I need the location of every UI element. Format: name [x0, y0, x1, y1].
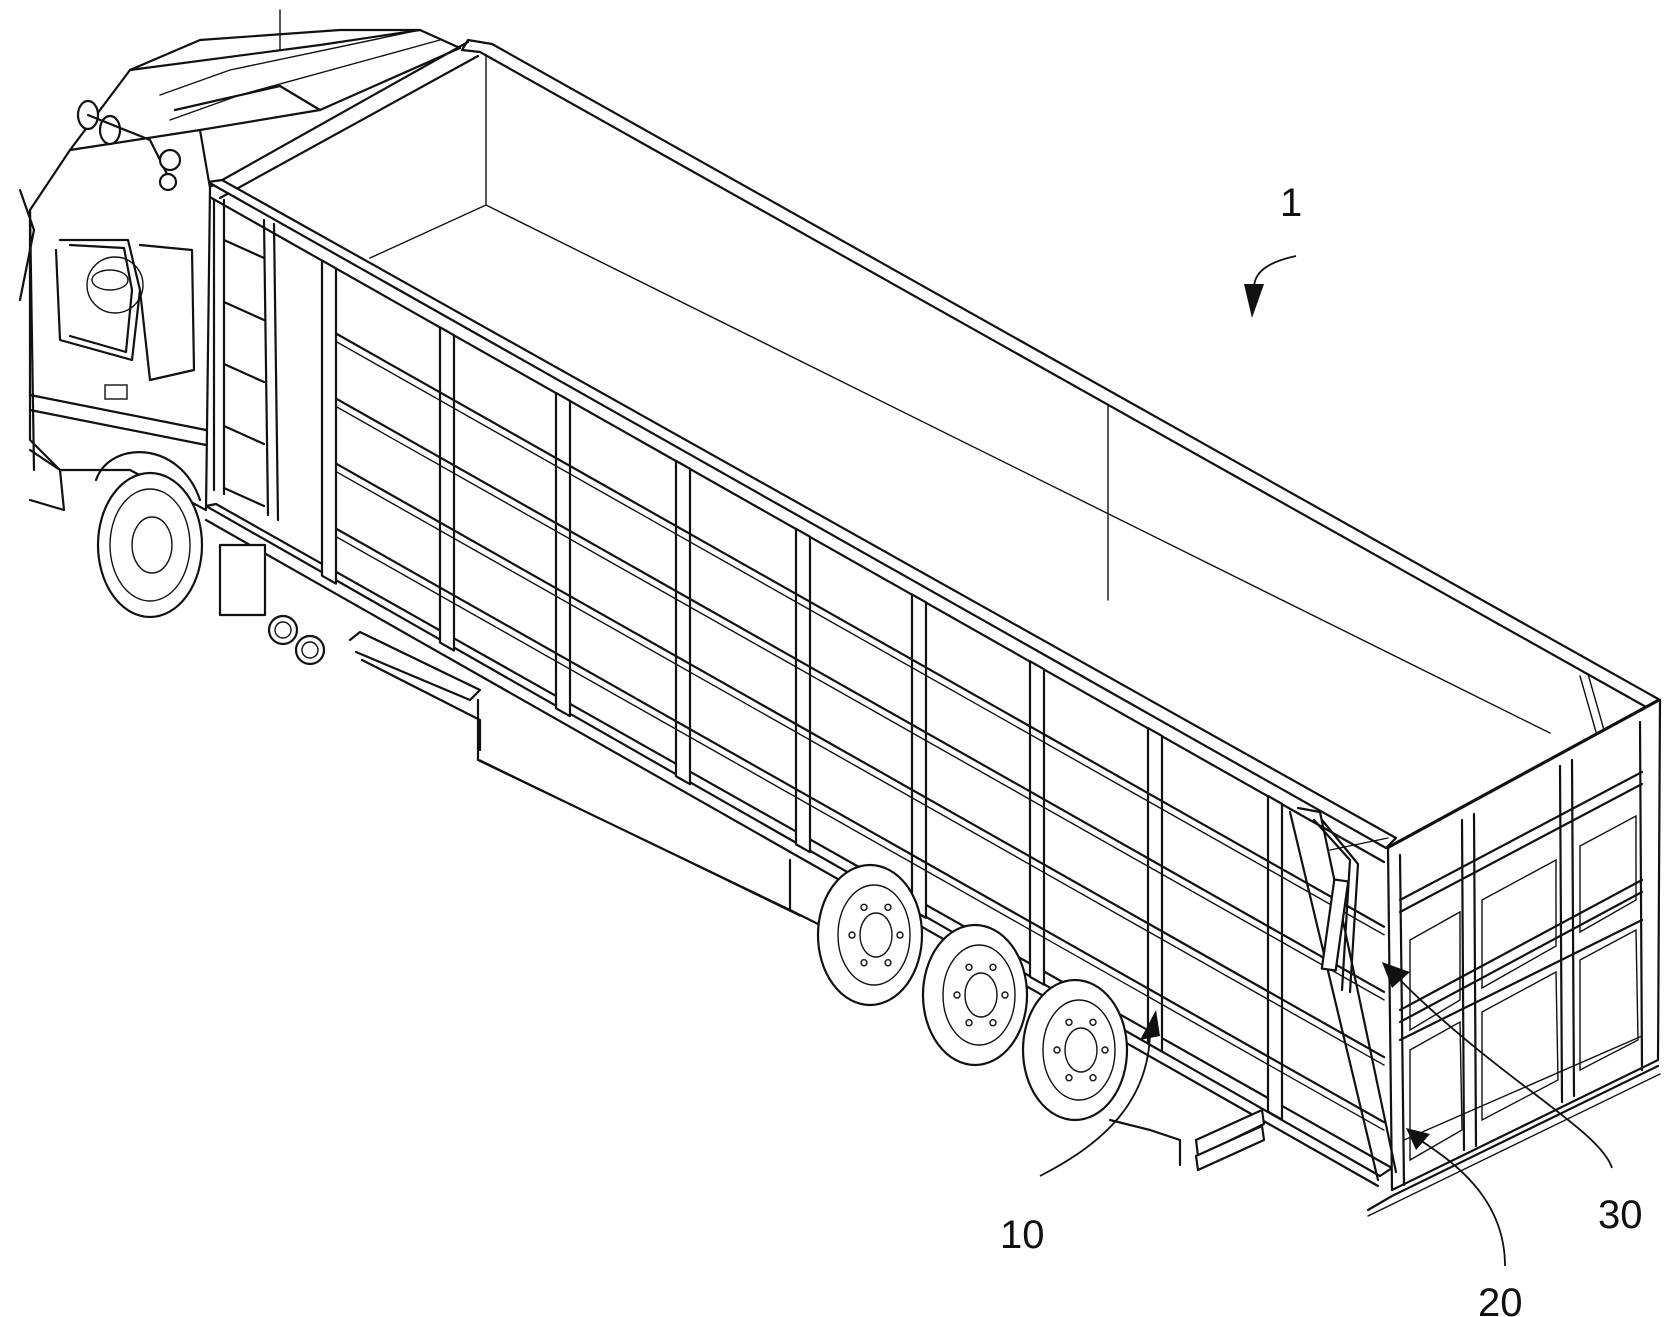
side-post [910, 593, 928, 919]
wheel-hub [859, 912, 893, 958]
leader-10 [1039, 1029, 1151, 1177]
side-post [1266, 794, 1284, 1121]
ladder-rung [222, 300, 266, 322]
leader-20 [1419, 1139, 1506, 1267]
side-rib [334, 462, 1386, 1059]
arrow-20 [1406, 1128, 1430, 1150]
rear-wheel [816, 863, 924, 1007]
arrow-10 [1140, 1010, 1160, 1040]
wheel-rim [1042, 999, 1116, 1101]
chassis [348, 630, 1266, 1172]
side-panel-10 [320, 259, 1386, 1131]
label-ref-10: 10 [1000, 1213, 1045, 1257]
side-rib-shadow [335, 340, 1385, 936]
side-rib [334, 527, 1386, 1124]
ladder-rung [222, 424, 266, 446]
lug-nut [1089, 1074, 1097, 1082]
lug-nut [1001, 991, 1009, 999]
wheel-rim [942, 944, 1016, 1046]
arrow-30 [1382, 962, 1410, 988]
truck-cab [18, 9, 462, 666]
side-post [674, 459, 692, 786]
lug-nut [884, 903, 892, 911]
leader-30 [1399, 979, 1613, 1169]
lug-nut [860, 959, 868, 967]
side-post [1028, 660, 1046, 986]
side-post [1146, 726, 1164, 1053]
arrow-1 [1244, 284, 1264, 318]
leader-1 [1253, 255, 1297, 289]
side-rib-shadow [335, 535, 1385, 1131]
reference-leaders [1039, 255, 1613, 1267]
side-rib [334, 397, 1386, 994]
ladder-rung [222, 486, 266, 508]
side-rib-shadow [335, 470, 1385, 1066]
lug-nut [848, 931, 856, 939]
lug-nut [1065, 1018, 1073, 1026]
actuator-30 [1288, 673, 1605, 1182]
lug-nut [989, 963, 997, 971]
lug-nut [989, 1019, 997, 1027]
side-post [438, 326, 456, 652]
rear-door-20 [1366, 698, 1662, 1217]
wheel-rim [837, 884, 911, 986]
lug-nut [1089, 1018, 1097, 1026]
lug-nut [965, 963, 973, 971]
reference-numerals: 1 10 20 30 [1000, 181, 1643, 1317]
side-rib [334, 332, 1386, 928]
lug-nut [965, 1019, 973, 1027]
rear-wheel [1021, 978, 1129, 1122]
rear-wheels [816, 863, 1129, 1122]
label-ref-1: 1 [1280, 181, 1302, 225]
lug-nut [1053, 1046, 1061, 1054]
label-ref-20: 20 [1478, 1281, 1523, 1317]
lug-nut [1065, 1074, 1073, 1082]
lug-nut [884, 959, 892, 967]
lug-nut [896, 931, 904, 939]
side-rib-shadow [335, 405, 1385, 1001]
wheel-hub [964, 972, 998, 1018]
lug-nut [860, 903, 868, 911]
label-ref-30: 30 [1598, 1193, 1643, 1237]
rear-wheel [921, 923, 1029, 1067]
side-post [794, 527, 812, 854]
side-post [320, 259, 338, 585]
lug-nut [1101, 1046, 1109, 1054]
ladder-rung [222, 362, 266, 384]
wheel-hub [1064, 1027, 1098, 1073]
side-post [554, 391, 572, 718]
ladder-rung [222, 238, 266, 260]
lug-nut [953, 991, 961, 999]
